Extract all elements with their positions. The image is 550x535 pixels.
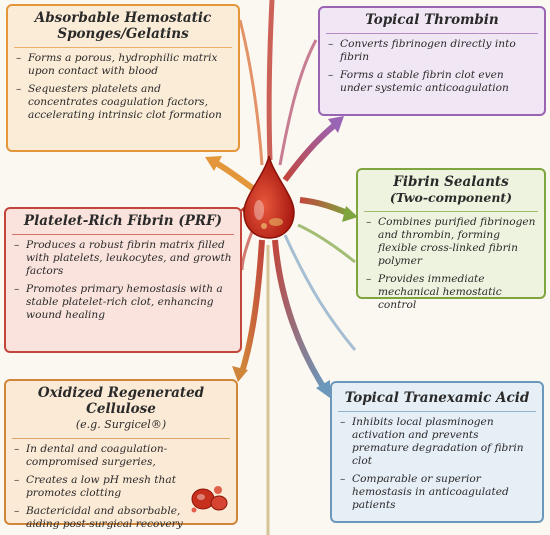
- card-subtitle: (e.g. Surgicel®): [75, 418, 167, 431]
- card-title-main: Oxidized Regenerated Cellulose: [37, 385, 205, 417]
- list-item: Comparable or superior hemostasis in ant…: [340, 473, 534, 512]
- list-item: Provides immediate mechanical hemostatic…: [366, 273, 536, 312]
- divider: [12, 234, 234, 235]
- card-title: Topical Thrombin: [365, 12, 499, 28]
- card-platelet-rich-fibrin: Platelet-Rich Fibrin (PRF) Produces a ro…: [4, 207, 242, 353]
- arrow-top: [266, 0, 275, 161]
- divider: [14, 47, 232, 48]
- arrow-to-sealants: [299, 197, 352, 217]
- list-item: Creates a low pH mesh that promotes clot…: [14, 474, 228, 500]
- list-item: Inhibits local plasminogen activation an…: [340, 416, 534, 468]
- divider: [12, 438, 230, 439]
- card-title-main: Fibrin Sealants: [393, 174, 509, 190]
- bullet-list: Produces a robust fibrin matrix filled w…: [14, 239, 232, 322]
- card-title: Fibrin Sealants (Two-component): [366, 174, 536, 206]
- card-title: Absorbable Hemostatic Sponges/Gelatins: [16, 10, 230, 42]
- bullet-list: Inhibits local plasminogen activation an…: [340, 416, 534, 512]
- arrow-top-left-ray: [238, 19, 264, 166]
- blood-drop-icon: [243, 155, 295, 239]
- arrow-to-orc: [239, 239, 265, 373]
- list-item: In dental and coagulation-compromised su…: [14, 443, 228, 469]
- arrow-head-orc: [232, 366, 248, 382]
- card-oxidized-regenerated-cellulose: Oxidized Regenerated Cellulose (e.g. Sur…: [4, 379, 238, 530]
- arrow-to-thrombin: [282, 121, 338, 182]
- list-item: Promotes primary hemostasis with a stabl…: [14, 283, 232, 322]
- arrow-head-sponges: [205, 156, 222, 171]
- card-title-line1: Absorbable Hemostatic: [34, 10, 212, 26]
- card-topical-tranexamic-acid: Topical Tranexamic Acid Inhibits local p…: [330, 381, 544, 523]
- bullet-list: Converts fibrinogen directly into fibrin…: [328, 38, 536, 95]
- arrow-to-sponges: [214, 160, 257, 193]
- list-item: Produces a robust fibrin matrix filled w…: [14, 239, 232, 278]
- bullet-list: Combines purified fibrinogen and thrombi…: [366, 216, 536, 312]
- arrow-head-sealants: [342, 206, 358, 222]
- card-absorbable-sponges: Absorbable Hemostatic Sponges/Gelatins F…: [6, 4, 240, 152]
- divider: [364, 211, 538, 212]
- list-item: Forms a porous, hydrophilic matrix upon …: [16, 52, 230, 78]
- arrow-head-txa: [316, 380, 330, 398]
- arrow-to-txa: [272, 239, 327, 390]
- card-title-line2: Sponges/Gelatins: [57, 26, 189, 42]
- card-subtitle: (Two-component): [389, 190, 513, 205]
- card-title: Oxidized Regenerated Cellulose (e.g. Sur…: [14, 385, 228, 433]
- list-item: Forms a stable fibrin clot even under sy…: [328, 69, 536, 95]
- divider: [338, 411, 536, 412]
- divider: [326, 33, 538, 34]
- card-topical-thrombin: Topical Thrombin Converts fibrinogen dir…: [318, 6, 546, 116]
- arrow-top-right-ray: [278, 39, 318, 166]
- bullet-list: Forms a porous, hydrophilic matrix upon …: [16, 52, 230, 122]
- card-title: Platelet-Rich Fibrin (PRF): [23, 213, 223, 229]
- list-item: Bactericidal and absorbable, aiding post…: [14, 505, 228, 531]
- red-blood-cells-icon: [191, 486, 228, 513]
- list-item: Combines purified fibrinogen and thrombi…: [366, 216, 536, 268]
- card-fibrin-sealants: Fibrin Sealants (Two-component) Combines…: [356, 168, 546, 311]
- list-item: Converts fibrinogen directly into fibrin: [328, 38, 536, 64]
- card-title: Topical Tranexamic Acid: [344, 390, 530, 406]
- arrow-head-thrombin: [328, 116, 344, 133]
- list-item: Sequesters platelets and concentrates co…: [16, 83, 230, 122]
- bullet-list: In dental and coagulation-compromised su…: [14, 443, 228, 531]
